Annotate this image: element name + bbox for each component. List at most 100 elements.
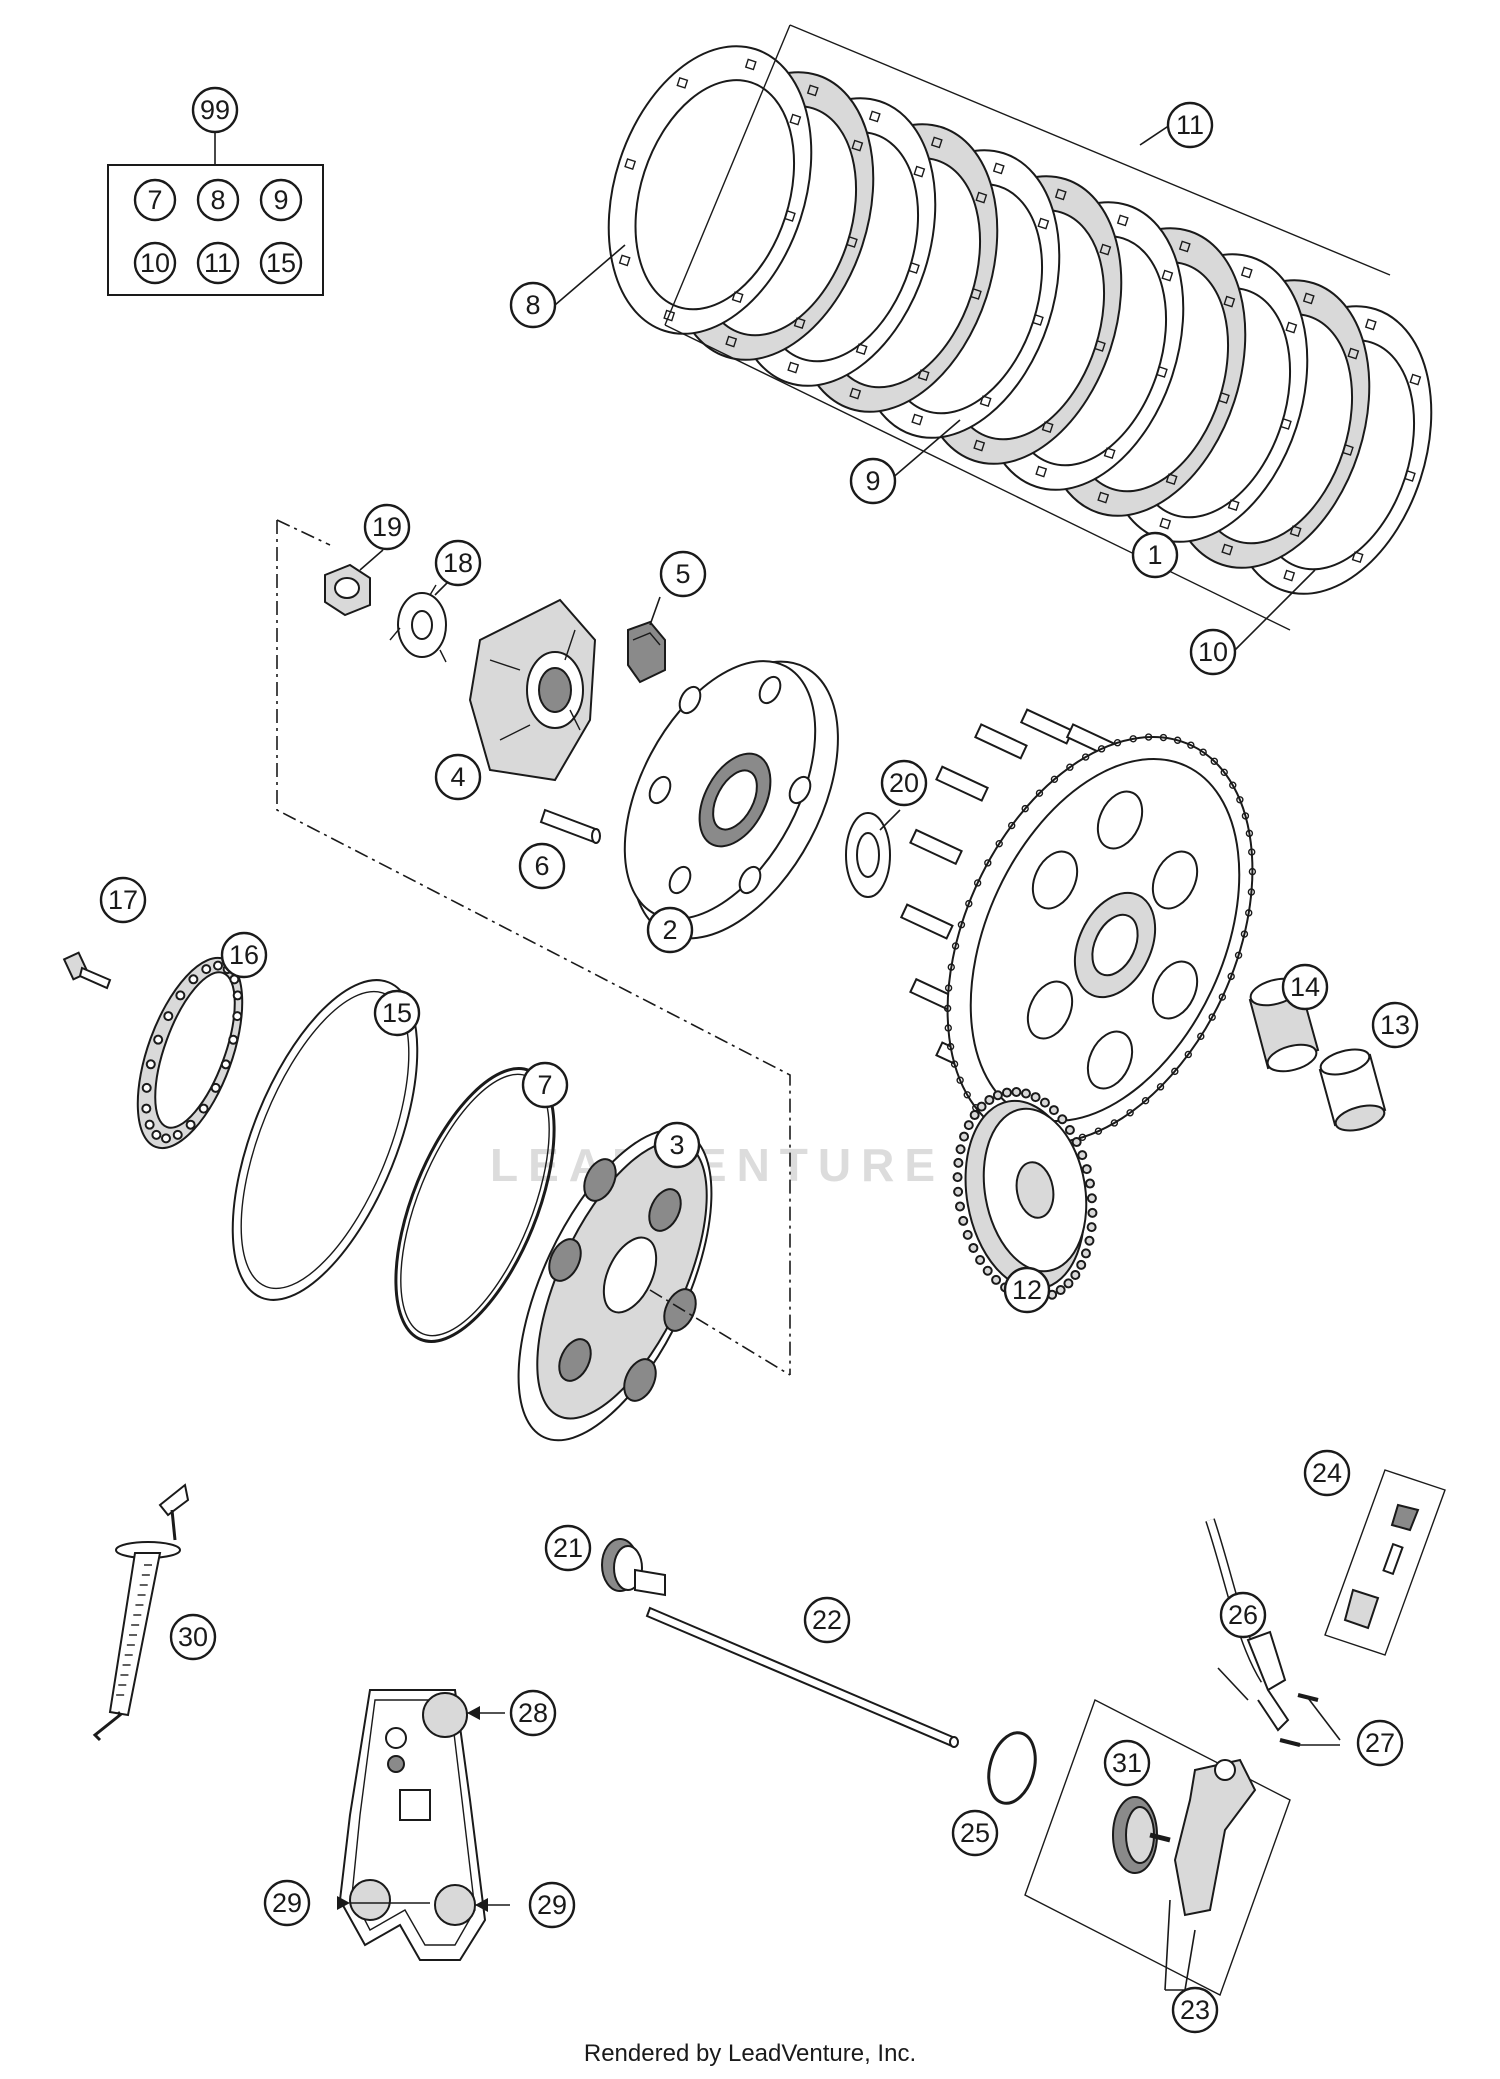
kit-item[interactable]: 11 <box>196 241 240 285</box>
callout-label: 9 <box>865 466 880 496</box>
callout-24[interactable]: 24 <box>1303 1449 1351 1497</box>
callout-label: 8 <box>525 290 540 320</box>
callout-2[interactable]: 2 <box>646 906 694 954</box>
callout-23[interactable]: 23 <box>1171 1986 1219 2034</box>
kit-item-label: 15 <box>266 248 296 278</box>
callout-label: 28 <box>518 1698 548 1728</box>
bolt-part <box>62 951 112 990</box>
footer-credit: Rendered by LeadVenture, Inc. <box>583 2040 917 2067</box>
push-rod-part <box>645 1606 959 1748</box>
seal-part <box>1279 1693 1341 1747</box>
callout-4[interactable]: 4 <box>434 753 482 801</box>
inner-hub-part <box>623 660 839 940</box>
callout-label: 6 <box>534 851 549 881</box>
callout-label: 11 <box>1176 110 1204 140</box>
callout-3[interactable]: 3 <box>653 1121 701 1169</box>
callout-13[interactable]: 13 <box>1371 1001 1419 1049</box>
pressure-plate-part <box>517 1128 791 1442</box>
sleeve-part <box>1318 1048 1387 1132</box>
leader-lines <box>337 124 1316 1991</box>
callout-label: 26 <box>1228 1600 1258 1630</box>
kit-item-label: 10 <box>140 248 170 278</box>
callout-label: 2 <box>662 915 677 945</box>
callout-18[interactable]: 18 <box>434 539 482 587</box>
callout-label: 21 <box>553 1533 583 1563</box>
callout-label: 23 <box>1180 1995 1210 2025</box>
bleed-piston-part <box>601 1538 666 1597</box>
callout-label: 1 <box>1147 540 1162 570</box>
callout-5[interactable]: 5 <box>659 550 707 598</box>
gear-part <box>952 1086 1098 1304</box>
callout-label: 10 <box>1198 637 1228 667</box>
kit-item-label: 11 <box>204 248 232 278</box>
callout-label: 7 <box>537 1070 552 1100</box>
callout-label: 24 <box>1312 1458 1342 1488</box>
callout-28[interactable]: 28 <box>509 1689 557 1737</box>
pin-part <box>539 808 601 844</box>
kit-item[interactable]: 8 <box>196 178 240 222</box>
callout-7[interactable]: 7 <box>521 1061 569 1109</box>
callout-21[interactable]: 21 <box>544 1524 592 1572</box>
callout-31[interactable]: 31 <box>1103 1739 1151 1787</box>
callout-6[interactable]: 6 <box>518 842 566 890</box>
callout-19[interactable]: 19 <box>363 503 411 551</box>
washer-part <box>845 812 891 898</box>
clutch-plate-stack <box>607 24 1433 631</box>
callout-29[interactable]: 29 <box>528 1881 576 1929</box>
callout-label: 14 <box>1290 972 1320 1002</box>
cylinder-cover-part <box>338 1689 487 1961</box>
callout-label: 4 <box>450 762 465 792</box>
callout-17[interactable]: 17 <box>99 876 147 924</box>
small-o-ring-part <box>987 1731 1037 1805</box>
kit-item[interactable]: 7 <box>133 178 177 222</box>
callout-15[interactable]: 15 <box>373 989 421 1037</box>
callout-1[interactable]: 1 <box>1131 531 1179 579</box>
callout-20[interactable]: 20 <box>880 759 928 807</box>
callout-label: 22 <box>812 1605 842 1635</box>
callout-14[interactable]: 14 <box>1281 963 1329 1011</box>
pressure-disc-part <box>231 979 419 1301</box>
kit-item[interactable]: 10 <box>133 241 177 285</box>
callout-27[interactable]: 27 <box>1356 1719 1404 1767</box>
bearing-part <box>136 956 244 1150</box>
callout-label: 29 <box>537 1890 567 1920</box>
callout-22[interactable]: 22 <box>803 1596 851 1644</box>
callout-label: 13 <box>1380 1010 1410 1040</box>
kit-item[interactable]: 15 <box>259 241 303 285</box>
callout-9[interactable]: 9 <box>849 457 897 505</box>
callout-11[interactable]: 11 <box>1166 101 1214 149</box>
clutch-basket-part <box>899 708 1257 1147</box>
callout-label: 17 <box>108 885 138 915</box>
callout-label: 5 <box>675 559 690 589</box>
callout-8[interactable]: 8 <box>509 281 557 329</box>
callout-29[interactable]: 29 <box>263 1879 311 1927</box>
callout-26[interactable]: 26 <box>1219 1591 1267 1639</box>
callout-99[interactable]: 99 <box>191 86 239 134</box>
callout-label: 30 <box>178 1622 208 1652</box>
callout-label: 12 <box>1012 1275 1042 1305</box>
watermark: LEADVENTURE <box>490 1139 946 1191</box>
callout-16[interactable]: 16 <box>220 931 268 979</box>
callout-label: 27 <box>1365 1728 1395 1758</box>
callout-12[interactable]: 12 <box>1003 1266 1051 1314</box>
callout-label: 16 <box>229 940 259 970</box>
callout-label: 29 <box>272 1888 302 1918</box>
callout-label: 18 <box>443 548 473 578</box>
kit-box <box>107 127 324 296</box>
lock-washer-part <box>389 584 447 663</box>
nut-part <box>324 563 371 617</box>
assembly-boundary <box>276 520 791 1375</box>
callout-label: 31 <box>1112 1748 1142 1778</box>
callout-label: 19 <box>372 512 402 542</box>
slave-cylinder-part <box>1024 1699 1291 1996</box>
callout-25[interactable]: 25 <box>951 1809 999 1857</box>
kit-item[interactable]: 9 <box>259 178 303 222</box>
kit-item-label: 8 <box>210 185 225 215</box>
callout-10[interactable]: 10 <box>1189 628 1237 676</box>
callout-layer: 99 7 8 9 10 11 15 1234567891011121314151… <box>99 86 1419 2034</box>
callout-30[interactable]: 30 <box>169 1613 217 1661</box>
callout-label: 25 <box>960 1818 990 1848</box>
kit-item-label: 7 <box>147 185 162 215</box>
clutch-hub-part <box>468 598 597 782</box>
